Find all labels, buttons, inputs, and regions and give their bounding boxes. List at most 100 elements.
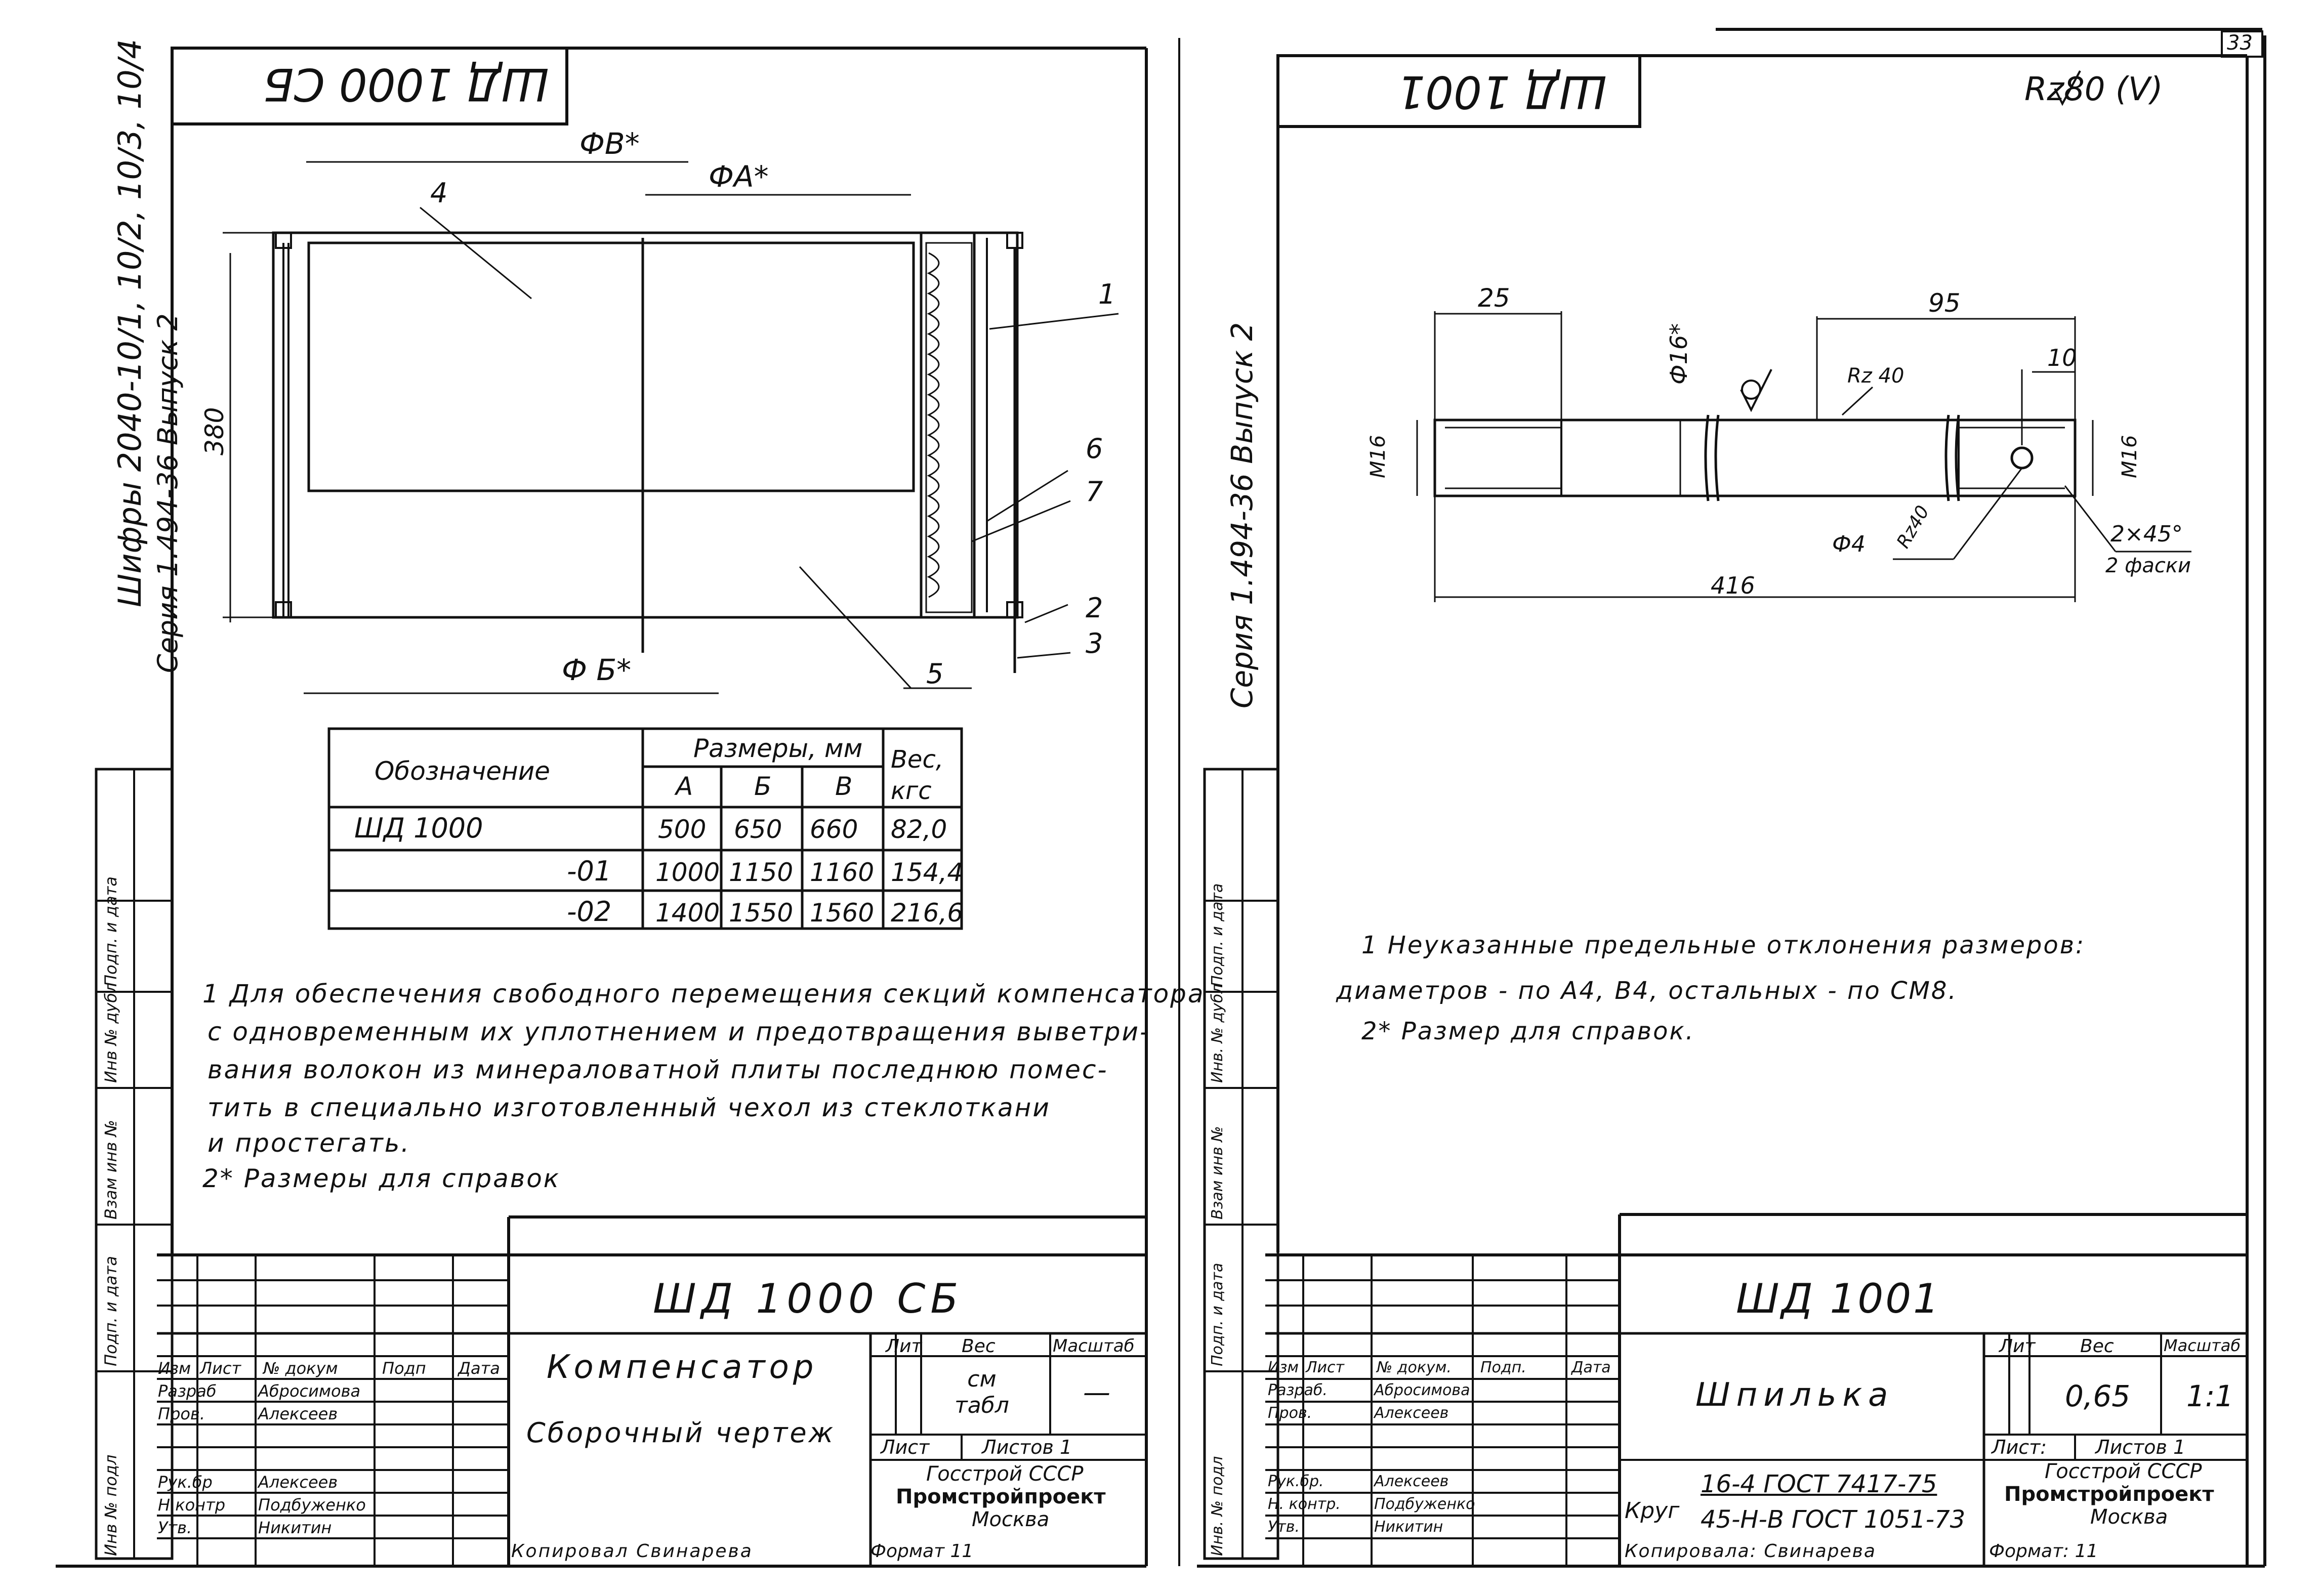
- table-row-1-b: 1150: [729, 858, 794, 887]
- left-tb-ves-value: см табл: [955, 1366, 1009, 1418]
- left-tb-name-2: Сборочный чертеж: [526, 1417, 836, 1449]
- left-role-0: Разраб: [158, 1381, 217, 1401]
- dim-phi-b-top: ФВ*: [579, 127, 640, 161]
- table-row-2-w: 216,6: [891, 898, 964, 928]
- table-row-0-w: 82,0: [891, 815, 947, 844]
- right-tb-material-label: Круг: [1625, 1498, 1680, 1524]
- dim-10: 10: [2047, 344, 2077, 371]
- right-tb-material-1: 16-4 ГОСТ 7417-75: [1701, 1470, 1937, 1498]
- left-note-line-2: с одновременным их уплотнением и предотв…: [208, 1017, 1150, 1046]
- right-tb-scale-value: 1:1: [2186, 1379, 2234, 1413]
- left-role-name-1: Алексеев: [258, 1404, 338, 1423]
- page-number: 33: [2227, 31, 2253, 55]
- left-tb-col-sign: Подп: [382, 1359, 426, 1378]
- right-side-series: Серия 1.494-36 Выпуск 2: [1225, 322, 1259, 708]
- left-tb-designation: ШД 1000 СБ: [653, 1275, 964, 1322]
- table-row-0-b: 650: [734, 815, 782, 844]
- table-header-dimensions: Размеры, мм: [693, 734, 863, 763]
- right-tb-sheets: Листов 1: [2095, 1436, 2186, 1458]
- pos-label-5: 5: [926, 658, 944, 690]
- left-side-title: Шифры 2040-10/1, 10/2, 10/3, 10/4: [111, 39, 148, 607]
- right-tb-name: Шпилька: [1695, 1376, 1894, 1414]
- left-code-stamp: ШД 1000 СБ: [263, 58, 549, 110]
- right-role-name-0: Абросимова: [1374, 1381, 1470, 1399]
- left-tb-col-list: Лист: [200, 1359, 241, 1378]
- dim-phi-a: ФА*: [709, 159, 769, 194]
- dim-95: 95: [1928, 288, 1961, 318]
- right-copied: Копировала: Свинарева: [1625, 1541, 1876, 1562]
- left-tb-sheet: Лист: [881, 1436, 930, 1458]
- right-tb-ves-value: 0,65: [2065, 1379, 2131, 1413]
- right-tb-org-2: Промстройпроект: [2004, 1483, 2214, 1506]
- pos-label-4: 4: [430, 177, 448, 209]
- right-side-col-4: Подп. и дата: [1209, 883, 1226, 987]
- table-row-2-b: 1550: [729, 898, 794, 928]
- left-side-col-3: Инв № дубл: [101, 982, 120, 1083]
- left-tb-org-3: Москва: [972, 1508, 1050, 1531]
- left-note-line-4: тить в специально изготовленный чехол из…: [208, 1093, 1051, 1122]
- right-role-0: Разраб.: [1268, 1381, 1328, 1399]
- left-tb-org-2: Промстройпроект: [896, 1485, 1106, 1508]
- left-role-5: Утв.: [158, 1518, 192, 1537]
- right-note-line-2: диаметров - по А4, В4, остальных - по СМ…: [1336, 977, 1958, 1005]
- right-tb-scale: Масштаб: [2164, 1336, 2241, 1355]
- dim-phi-b-bottom: Ф Б*: [562, 653, 632, 687]
- left-note-line-3: вания волокон из минераловатной плиты по…: [208, 1055, 1108, 1084]
- right-tb-col-doc: № докум.: [1377, 1359, 1452, 1376]
- pos-label-1: 1: [1098, 278, 1116, 310]
- left-note-line-5: и простегать.: [208, 1128, 411, 1158]
- right-role-1: Пров.: [1268, 1404, 1312, 1422]
- left-role-name-0: Абросимова: [258, 1381, 361, 1401]
- right-tb-col-sign: Подп.: [1480, 1359, 1526, 1376]
- right-tb-designation: ШД 1001: [1736, 1275, 1941, 1322]
- right-role-5: Утв.: [1268, 1518, 1300, 1536]
- right-side-col-0: Инв. № подл: [1209, 1456, 1226, 1556]
- right-tb-col-date: Дата: [1571, 1359, 1611, 1376]
- right-role-4: Н. контр.: [1268, 1495, 1341, 1513]
- right-tb-org-1: Госстрой СССР: [2045, 1460, 2202, 1483]
- left-format: Формат 11: [871, 1541, 974, 1562]
- dim-chamfer-2: 2 фаски: [2105, 554, 2191, 577]
- left-note-line-6: 2* Размеры для справок: [202, 1164, 560, 1193]
- left-tb-scale-value: —: [1083, 1376, 1110, 1408]
- left-role-4: Н контр: [158, 1495, 226, 1515]
- dim-phi16: Ф16*: [1665, 323, 1692, 385]
- table-row-2-v: 1560: [810, 898, 875, 928]
- right-tb-material-2: 45-Н-В ГОСТ 1051-73: [1701, 1505, 1966, 1534]
- table-header-weight: Вес, кгс: [891, 745, 944, 805]
- left-role-name-5: Никитин: [258, 1518, 332, 1537]
- pos-label-6: 6: [1086, 433, 1103, 465]
- pos-label-2: 2: [1086, 592, 1103, 624]
- left-tb-col-date: Дата: [458, 1359, 500, 1378]
- table-row-1-a: 1000: [655, 858, 720, 887]
- dim-rz40-a: Rz 40: [1847, 364, 1904, 388]
- left-side-col-4: Подп. и дата: [101, 876, 120, 987]
- table-row-2-a: 1400: [655, 898, 720, 928]
- left-copied: Копировал Свинарева: [511, 1541, 753, 1562]
- right-role-name-3: Алексеев: [1374, 1473, 1449, 1490]
- table-row-0-v: 660: [810, 815, 858, 844]
- left-tb-lit: Лит: [886, 1336, 922, 1357]
- dim-height: 380: [200, 407, 229, 455]
- left-tb-scale: Масштаб: [1053, 1336, 1135, 1356]
- left-side-series: Серия 1.494-36 Выпуск 2: [152, 313, 184, 673]
- table-row-0-name: ШД 1000: [354, 812, 483, 844]
- dim-chamfer-1: 2×45°: [2110, 521, 2183, 547]
- table-header-designation: Обозначение: [375, 757, 550, 786]
- table-col-a: А: [676, 772, 693, 801]
- right-role-3: Рук.бр.: [1268, 1473, 1324, 1490]
- right-side-col-2: Взам инв №: [1209, 1126, 1226, 1220]
- left-tb-sheets: Листов 1: [982, 1436, 1072, 1458]
- pos-label-3: 3: [1086, 627, 1103, 659]
- right-side-col-1: Подп. и дата: [1209, 1263, 1226, 1366]
- dim-416: 416: [1711, 572, 1755, 599]
- left-side-col-2: Взам инв №: [101, 1120, 120, 1220]
- right-note-line-3: 2* Размер для справок.: [1361, 1017, 1695, 1045]
- right-note-line-1: 1 Неуказанные предельные отклонения разм…: [1361, 931, 2086, 959]
- left-tb-col-doc: № докум: [263, 1359, 338, 1378]
- right-tb-lit: Лит: [1999, 1336, 2036, 1357]
- table-col-v: В: [835, 772, 853, 801]
- left-role-1: Пров.: [158, 1404, 205, 1423]
- right-tb-col-list: Лист: [1306, 1359, 1345, 1376]
- left-side-col-1: Подп. и дата: [101, 1256, 120, 1366]
